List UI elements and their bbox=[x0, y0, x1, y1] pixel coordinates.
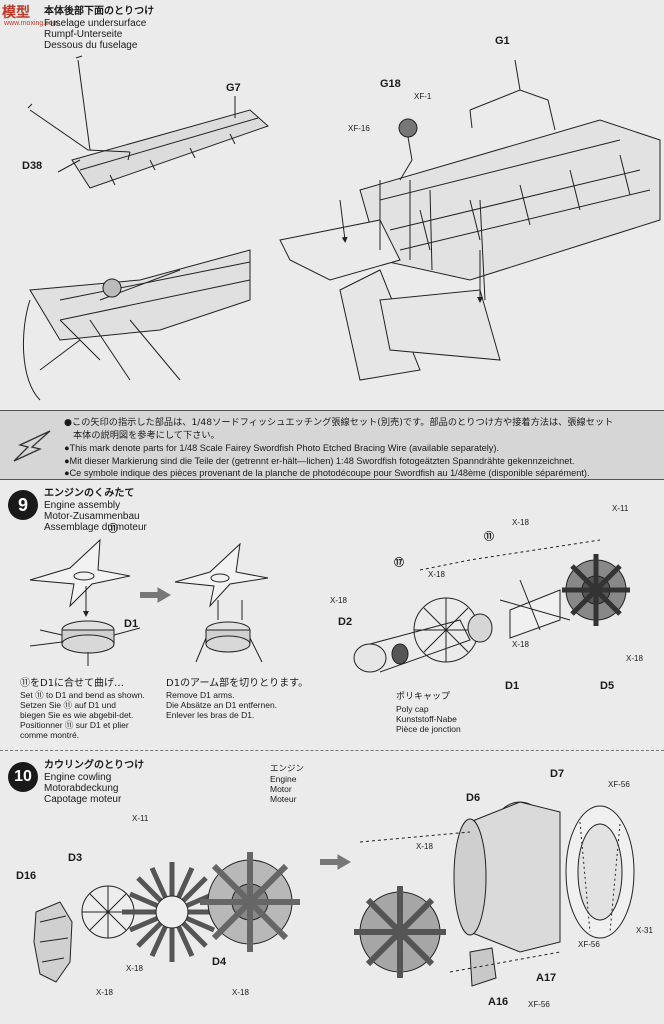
note-jp-line1: ●この矢印の指示した部品は、1/48ソードフィッシュエッチング張線セット(別売)… bbox=[64, 417, 614, 428]
step-10-engine-cowling: 10 カウリングのとりつけ Engine cowling Motorabdeck… bbox=[0, 752, 664, 1024]
step10-title-en: Engine cowling bbox=[44, 772, 112, 783]
part-label-a16: A16 bbox=[488, 996, 509, 1008]
etch-part-11-right: ⑪ bbox=[484, 532, 494, 543]
step-number-badge: 9 bbox=[8, 490, 38, 520]
etch-part-17: ⑰ bbox=[394, 558, 404, 569]
step10-title-jp: カウリングのとりつけ bbox=[44, 760, 145, 771]
paint-label-x18-a: X-18 bbox=[416, 842, 433, 851]
polycap-label-fr: Pièce de jonction bbox=[396, 724, 461, 734]
part-label-d2: D2 bbox=[338, 616, 353, 628]
paint-label-xf16: XF-16 bbox=[348, 124, 370, 133]
part-label-a17: A17 bbox=[536, 972, 557, 984]
top-title-en: Fuselage undersurface bbox=[44, 18, 147, 29]
paint-label-x18-d: X-18 bbox=[512, 640, 529, 649]
part-label-d3: D3 bbox=[68, 852, 83, 864]
note-de: ●Mit dieser Markierung sind die Teile de… bbox=[64, 455, 575, 466]
photo-etch-arrow-icon bbox=[13, 430, 51, 462]
step10-title-de: Motorabdeckung bbox=[44, 783, 119, 794]
step9-mid-instruction-en: Remove D1 arms. bbox=[166, 690, 235, 700]
polycap-label-jp: ポリキャップ bbox=[396, 692, 451, 702]
step9-mid-instruction-fr: Enlever les bras de D1. bbox=[166, 710, 255, 720]
paint-label-x11: X-11 bbox=[132, 814, 149, 823]
part-label-g1: G1 bbox=[495, 35, 510, 47]
step-9-engine-assembly: 9 エンジンのくみたて Engine assembly Motor-Zusamm… bbox=[0, 480, 664, 750]
step9-mid-instruction-de: Die Absätze an D1 entfernen. bbox=[166, 700, 278, 710]
paint-label-x18-d: X-18 bbox=[232, 988, 249, 997]
paint-label-x18-b: X-18 bbox=[126, 964, 143, 973]
paint-label-x18-c: X-18 bbox=[96, 988, 113, 997]
top-title-jp: 本体後部下面のとりつけ bbox=[44, 6, 155, 17]
paint-label-x31: X-31 bbox=[636, 926, 653, 935]
watermark-logo: 模型 bbox=[2, 4, 30, 20]
step9-left-instruction-en: Set ⑪ to D1 and bend as shown. bbox=[20, 690, 145, 700]
paint-label-xf56-a: XF-56 bbox=[608, 780, 630, 789]
polycap-label-de: Kunststoff-Nabe bbox=[396, 714, 457, 724]
section-divider bbox=[0, 750, 664, 751]
paint-label-x18-a: X-18 bbox=[512, 518, 529, 527]
part-label-d4: D4 bbox=[212, 956, 227, 968]
fuselage-undersurface-section: 本体後部下面のとりつけ Fuselage undersurface Rumpf-… bbox=[0, 0, 664, 404]
step9-title-en: Engine assembly bbox=[44, 500, 121, 511]
part-label-d16: D16 bbox=[16, 870, 37, 882]
engine-assembly-drawing bbox=[29, 538, 630, 673]
etch-part-11-left: ⑪ bbox=[108, 524, 118, 535]
paint-label-xf56-b: XF-56 bbox=[578, 940, 600, 949]
part-label-d1-right: D1 bbox=[505, 680, 520, 692]
engine-label-en: Engine bbox=[270, 774, 297, 784]
step9-title-jp: エンジンのくみたて bbox=[44, 488, 135, 499]
step9-left-instruction-jp: ⑪をD1に合せて曲げ… bbox=[20, 678, 125, 689]
step-number-badge: 10 bbox=[8, 762, 38, 792]
paint-label-xf1: XF-1 bbox=[414, 92, 432, 101]
photo-etch-note-band: ●この矢印の指示した部品は、1/48ソードフィッシュエッチング張線セット(別売)… bbox=[0, 410, 664, 480]
part-label-d5: D5 bbox=[600, 680, 615, 692]
step9-left-instruction-de2: biegen Sie es wie abgebil-det. bbox=[20, 710, 134, 720]
step9-mid-instruction-jp: D1のアーム部を切りとります。 bbox=[166, 678, 309, 689]
fuselage-drawing bbox=[23, 55, 661, 401]
step10-title-fr: Capotage moteur bbox=[44, 794, 122, 805]
watermark-url: www.moxing.com bbox=[4, 20, 59, 27]
part-label-d6: D6 bbox=[466, 792, 481, 804]
paint-label-x18-b: X-18 bbox=[428, 570, 445, 579]
step9-title-de: Motor-Zusammenbau bbox=[44, 511, 140, 522]
top-title-de: Rumpf-Unterseite bbox=[44, 29, 123, 40]
note-text: ●この矢印の指示した部品は、1/48ソードフィッシュエッチング張線セット(別売)… bbox=[64, 417, 613, 480]
note-jp-line2: 本体の説明図を参考にして下さい。 bbox=[73, 429, 220, 441]
step9-left-instruction-de1: Setzen Sie ⑪ auf D1 und bbox=[20, 700, 116, 710]
part-label-g18: G18 bbox=[380, 78, 401, 90]
engine-label-de: Motor bbox=[270, 784, 292, 794]
engine-label-fr: Moteur bbox=[270, 794, 297, 804]
step9-left-instruction-fr1: Positionner ⑪ sur D1 et plier bbox=[20, 720, 129, 730]
note-fr: ●Ce symbole indique des pièces provenant… bbox=[64, 468, 590, 478]
paint-label-x11: X-11 bbox=[612, 504, 629, 513]
part-label-d38: D38 bbox=[22, 160, 43, 172]
step9-title-fr: Assemblage du moteur bbox=[44, 522, 147, 533]
paint-label-x18-e: X-18 bbox=[626, 654, 643, 663]
paint-label-x18-c: X-18 bbox=[330, 596, 347, 605]
part-label-g7: G7 bbox=[226, 82, 241, 94]
note-en: ●This mark denote parts for 1/48 Scale F… bbox=[64, 443, 500, 453]
paint-label-xf56-c: XF-56 bbox=[528, 1000, 550, 1009]
part-label-d1-left: D1 bbox=[124, 618, 139, 630]
engine-label-jp: エンジン bbox=[270, 764, 305, 774]
top-title-fr: Dessous du fuselage bbox=[44, 40, 138, 51]
cowling-drawing bbox=[33, 801, 635, 987]
step9-left-instruction-fr2: comme montré. bbox=[20, 730, 80, 740]
polycap-label-en: Poly cap bbox=[396, 704, 429, 714]
part-label-d7: D7 bbox=[550, 768, 565, 780]
